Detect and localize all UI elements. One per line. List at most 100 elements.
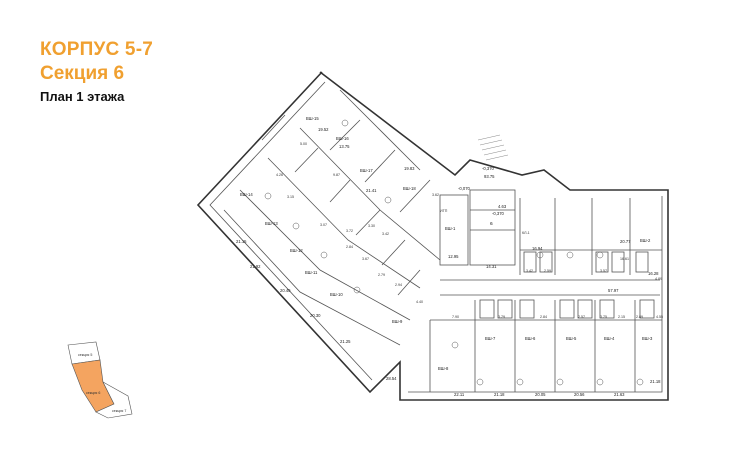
p-g <box>329 119 361 151</box>
area-w1: 3.42 <box>526 269 533 273</box>
bath-6 <box>599 299 615 319</box>
apt-area: 21.18 <box>494 392 505 397</box>
area-w11: 2.15 <box>618 315 625 319</box>
area-w4: 4.89 <box>655 277 662 281</box>
bath-8 <box>523 251 537 273</box>
lift-lobby <box>439 194 469 266</box>
bath-10 <box>595 251 609 273</box>
apt-area: 21.18 <box>650 379 661 384</box>
area-w21: 3.72 <box>346 229 353 233</box>
p-h <box>364 149 396 183</box>
apt-label: ВШ-8 <box>438 366 449 371</box>
bath-11 <box>611 251 625 273</box>
apt-marker <box>384 196 392 204</box>
apt-marker <box>566 251 574 259</box>
p-e <box>381 239 406 266</box>
area-w15: 3.15 <box>287 195 294 199</box>
p-f <box>397 269 421 296</box>
apt-label: ВШ-11 <box>305 270 318 275</box>
key-plan: секция 5 секция 6 секция 7 <box>67 341 133 419</box>
area-lift: 4.63 <box>498 204 507 209</box>
apt-marker <box>536 251 544 259</box>
area-w24: 2.79 <box>378 273 385 277</box>
area-w18: 3.30 <box>368 224 375 228</box>
apt-area: 20.49 <box>280 288 291 293</box>
apt-marker <box>353 286 361 294</box>
apt-area: 21.15 <box>236 239 247 244</box>
apt-marker <box>476 378 484 386</box>
area-w6: 7.90 <box>452 315 459 319</box>
area-w13: 16.61 <box>620 257 629 261</box>
apt-area: 19.83 <box>404 166 415 171</box>
area-w17: 5.00 <box>300 142 307 146</box>
apt-label: ВШ-12 <box>290 248 303 253</box>
key-section-7 <box>95 381 133 419</box>
apt-area: 21.92 <box>250 264 261 269</box>
p-b <box>294 147 319 173</box>
bath-5 <box>577 299 593 319</box>
apt-marker <box>320 251 328 259</box>
apt-marker <box>636 378 644 386</box>
area-w7: 3.79 <box>498 315 505 319</box>
floor-title: План 1 этажа <box>40 89 125 104</box>
area-w22: 3.07 <box>320 223 327 227</box>
apt-area: 20.30 <box>310 313 321 318</box>
outer-wall <box>196 71 669 401</box>
elev-mid: -0,070 <box>458 186 471 191</box>
apt-marker <box>516 378 524 386</box>
apt-area: 19.52 <box>318 127 329 132</box>
apt-label: ВШ-10 <box>330 292 343 297</box>
apt-area: 20.56 <box>574 392 585 397</box>
apt-marker <box>264 192 272 200</box>
elev-top: -0,370 <box>482 166 495 171</box>
building-title: КОРПУС 5-7 <box>40 39 153 60</box>
area-room: 20.77 <box>620 239 631 244</box>
apt-marker <box>596 378 604 386</box>
area-w12: 2.89 <box>636 315 643 319</box>
p-a <box>261 114 286 141</box>
area-w14: 9.87 <box>333 173 340 177</box>
steps-lines <box>477 134 509 161</box>
area-w2: 2.59 <box>544 269 551 273</box>
apt-label: ВШ-4 <box>604 336 615 341</box>
part-3 <box>267 157 421 289</box>
bath-3 <box>519 299 535 319</box>
area-w9: 2.57 <box>578 315 585 319</box>
apt-marker <box>596 251 604 259</box>
key-label-6: секция 6 <box>86 391 100 395</box>
apt-label: ВШ-9 <box>392 319 403 324</box>
area-w20: 3.42 <box>382 232 389 236</box>
apt-area: 21.41 <box>366 188 377 193</box>
apt-area: 12.95 <box>448 254 459 259</box>
apt-area: 16.28 <box>648 271 659 276</box>
apt-label: ВШ-18 <box>403 186 416 191</box>
bath-2 <box>497 299 513 319</box>
kp-label: КЛ-1 <box>522 231 530 235</box>
area-w5: 4.55 <box>656 315 663 319</box>
part-1 <box>339 89 421 171</box>
top-walls <box>519 198 631 275</box>
stair-number: 6 <box>490 221 493 227</box>
apt-label: ВШ-7 <box>485 336 496 341</box>
area-w8: 2.84 <box>540 315 547 319</box>
apt-label: ВШ-2 <box>640 238 651 243</box>
area-w3: 3.57 <box>600 269 607 273</box>
part-4 <box>239 189 411 321</box>
apt-marker <box>292 222 300 230</box>
inner-lines <box>209 81 663 393</box>
apt-label: ВШ-15 <box>306 116 319 121</box>
bottom-walls <box>429 300 636 392</box>
apt-label: ВШ-14 <box>240 192 253 197</box>
bath-1 <box>479 299 495 319</box>
stair-core <box>469 189 516 266</box>
key-label-5: секция 5 <box>78 353 92 357</box>
area-corr: 14.31 <box>486 264 497 269</box>
apt-area: 28.54 <box>386 376 397 381</box>
area-w19: 3.62 <box>432 193 439 197</box>
bath-4 <box>559 299 575 319</box>
bath-7 <box>639 299 655 319</box>
bath-9 <box>539 251 553 273</box>
inner-offset-bottom <box>408 196 663 393</box>
apt-area: 22.11 <box>454 392 465 397</box>
